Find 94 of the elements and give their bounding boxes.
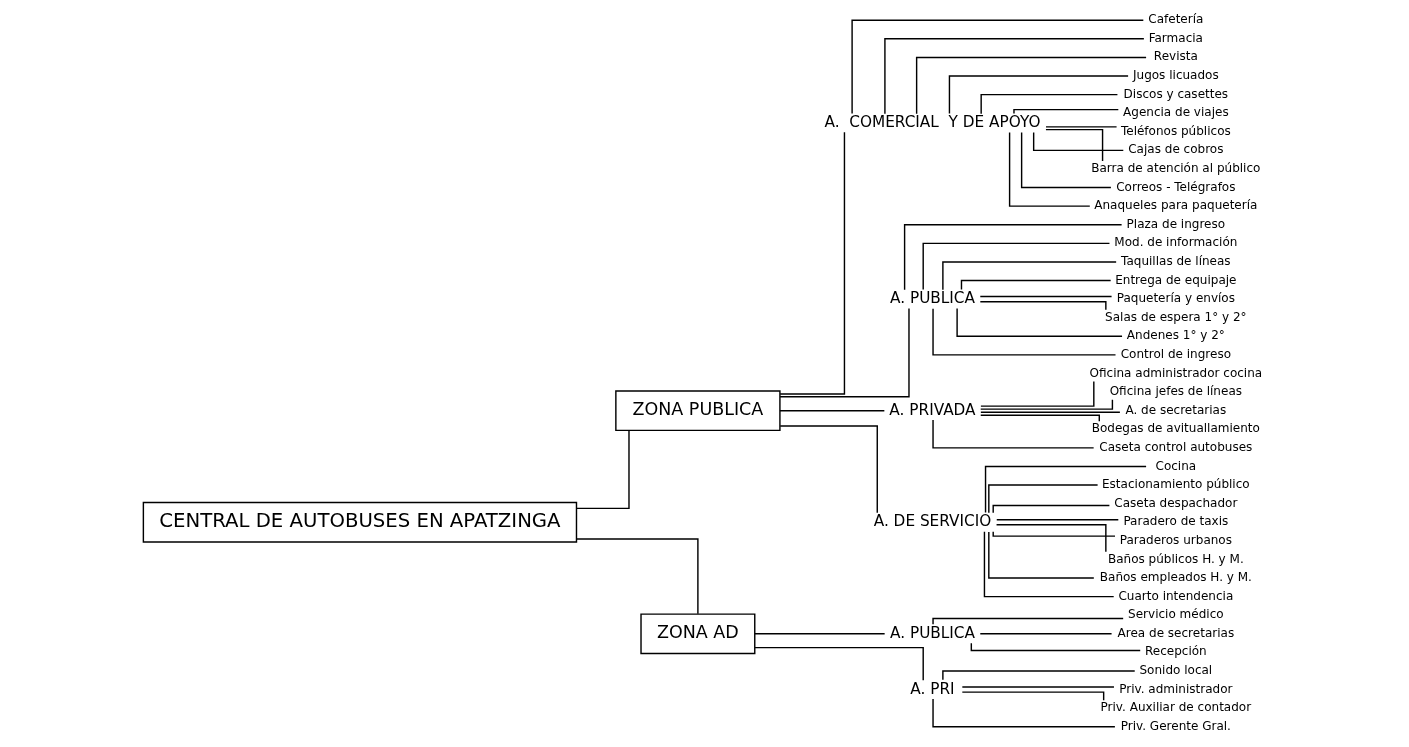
node-text: Andenes 1° y 2° bbox=[1126, 328, 1225, 343]
connector bbox=[575, 538, 699, 615]
node-text: A. DE SERVICIO bbox=[873, 512, 991, 531]
node-text: Salas de espera 1° y 2° bbox=[1104, 309, 1247, 324]
node-text: Barra de atención al público bbox=[1090, 161, 1260, 176]
connector bbox=[961, 686, 1115, 688]
node-text: Bodegas de avituallamiento bbox=[1091, 421, 1260, 436]
connector bbox=[1044, 128, 1103, 162]
connector bbox=[979, 295, 1112, 298]
node-text: Cajas de cobros bbox=[1127, 142, 1223, 157]
connector bbox=[955, 307, 1123, 337]
node-text: Estacionamiento público bbox=[1101, 477, 1250, 492]
node-text: Baños públicos H. y M. bbox=[1107, 551, 1244, 566]
node-text: Area de secretarias bbox=[1117, 625, 1234, 640]
connector bbox=[960, 279, 1111, 291]
connector bbox=[992, 504, 1110, 514]
node-text: Priv. administrador bbox=[1118, 681, 1232, 696]
connector bbox=[1032, 131, 1124, 152]
node-text: Caseta control autobuses bbox=[1098, 439, 1252, 454]
connector bbox=[984, 465, 1147, 514]
connector bbox=[961, 691, 1104, 701]
node-text: A. COMERCIAL Y DE APOYO bbox=[823, 113, 1041, 132]
node-text: Paquetería y envíos bbox=[1116, 291, 1235, 306]
node-text: Correos - Telégrafos bbox=[1115, 179, 1236, 194]
connector bbox=[1044, 126, 1117, 128]
connector bbox=[979, 300, 1107, 311]
node-text: Control de ingreso bbox=[1120, 346, 1231, 361]
node-text: Paraderos urbanos bbox=[1119, 532, 1232, 547]
connector bbox=[883, 38, 1145, 115]
connector bbox=[931, 308, 1116, 356]
node-box: ZONA PUBLICA bbox=[614, 390, 781, 432]
connector bbox=[979, 414, 1100, 422]
node-text: Recepción bbox=[1144, 644, 1207, 659]
connector bbox=[931, 419, 1094, 449]
connector bbox=[922, 242, 1110, 291]
connector bbox=[575, 429, 630, 510]
connector bbox=[995, 524, 1107, 553]
node-text: Cocina bbox=[1155, 458, 1196, 473]
connector bbox=[1020, 131, 1112, 189]
node-text: A. de secretarias bbox=[1124, 402, 1226, 417]
node-text: Mod. de información bbox=[1113, 235, 1237, 250]
node-text: Baños empleados H. y M. bbox=[1099, 570, 1252, 585]
connector bbox=[983, 530, 1114, 598]
connector bbox=[979, 633, 1112, 635]
node-text: Jugos licuados bbox=[1132, 68, 1219, 83]
connector bbox=[1008, 131, 1090, 207]
node-text: A. PUBLICA bbox=[889, 289, 975, 308]
node-text: Taquillas de líneas bbox=[1120, 254, 1231, 268]
connector bbox=[979, 411, 1121, 413]
connector bbox=[987, 484, 1098, 514]
connector bbox=[779, 425, 878, 514]
node-text: Priv. Gerente Gral. bbox=[1120, 718, 1231, 733]
connector bbox=[931, 698, 1116, 728]
node-text: Revista bbox=[1153, 49, 1198, 64]
node-text: Sonido local bbox=[1138, 663, 1212, 678]
connector bbox=[1012, 108, 1119, 115]
node-text: Entrega de equipaje bbox=[1114, 272, 1237, 287]
node-text: Teléfonos públicos bbox=[1120, 123, 1231, 138]
node-text: Agencia de viajes bbox=[1122, 105, 1229, 120]
node-text: Plaza de ingreso bbox=[1126, 216, 1225, 231]
connector bbox=[778, 307, 910, 398]
connector bbox=[979, 380, 1095, 407]
node-text: Servicio médico bbox=[1127, 607, 1224, 622]
node-text: Farmacia bbox=[1148, 30, 1203, 45]
node-text: Anaqueles para paquetería bbox=[1093, 198, 1257, 213]
connector bbox=[753, 646, 924, 681]
node-text: Caseta despachador bbox=[1113, 495, 1237, 510]
node-text: Cuarto intendencia bbox=[1117, 588, 1233, 603]
node-box: ZONA AD bbox=[639, 613, 755, 655]
connector bbox=[903, 224, 1122, 291]
connector bbox=[915, 56, 1147, 115]
node-text: Cafetería bbox=[1147, 12, 1203, 27]
node-text: Discos y casettes bbox=[1123, 86, 1228, 101]
connector bbox=[992, 531, 1116, 537]
connector bbox=[995, 519, 1119, 521]
connector bbox=[931, 617, 1124, 626]
connector bbox=[941, 261, 1117, 291]
node-text: A. PRIVADA bbox=[888, 400, 976, 419]
connector bbox=[850, 19, 1144, 115]
node-text: Priv. Auxiliar de contador bbox=[1100, 700, 1251, 715]
connector bbox=[948, 75, 1129, 115]
connector bbox=[979, 399, 1113, 410]
connector bbox=[941, 670, 1135, 681]
node-text: A. PUBLICA bbox=[889, 623, 975, 642]
node-text: A. PRI bbox=[909, 679, 955, 698]
node-text: Oficina jefes de líneas bbox=[1109, 384, 1242, 399]
node-box: CENTRAL DE AUTOBUSES EN APATZINGA bbox=[142, 501, 577, 543]
node-text: Paradero de taxis bbox=[1122, 514, 1228, 529]
connector bbox=[753, 633, 885, 635]
node-text: Oficina administrador cocina bbox=[1089, 365, 1262, 380]
connector bbox=[987, 531, 1095, 579]
connector bbox=[778, 410, 885, 412]
connector bbox=[970, 642, 1141, 652]
connector bbox=[778, 131, 845, 395]
